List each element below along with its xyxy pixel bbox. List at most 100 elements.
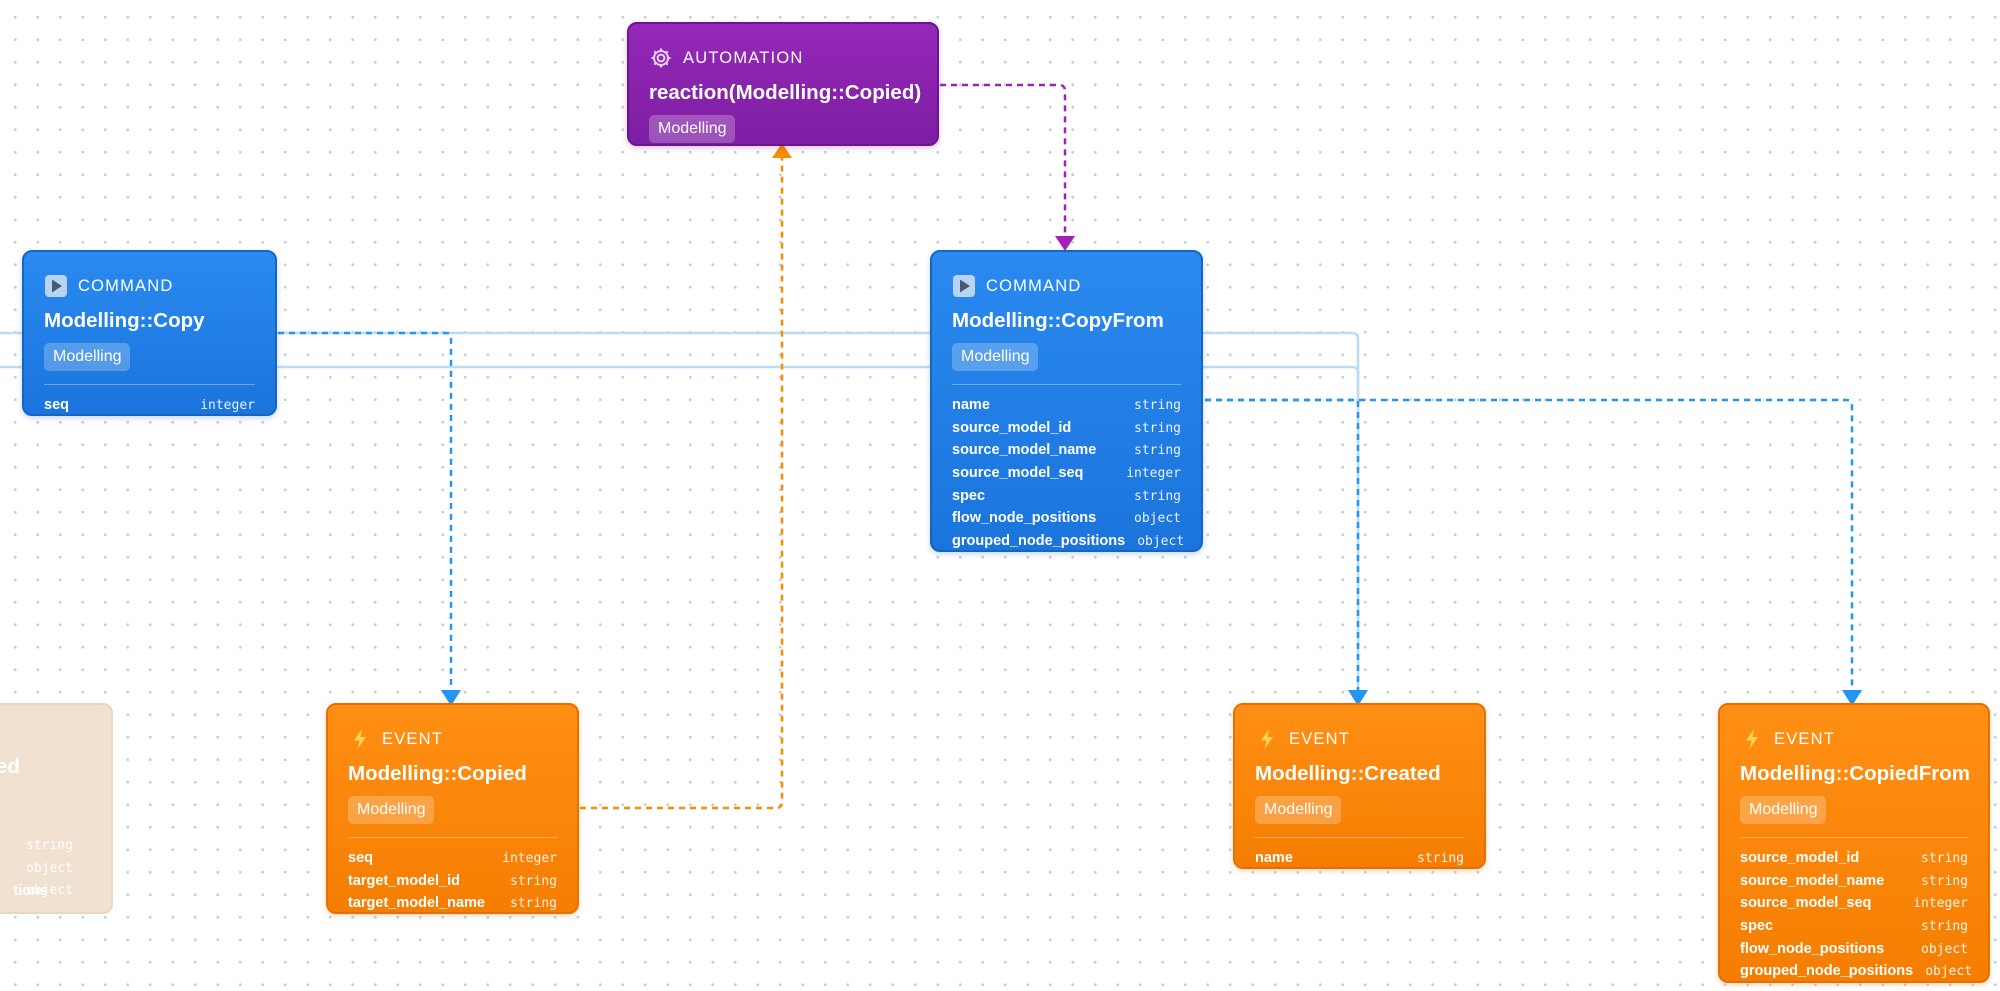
field-type: string — [1134, 443, 1181, 459]
node-kind-label: COMMAND — [78, 276, 174, 295]
field-row: source_model_name string — [1740, 870, 1968, 893]
context-tag: Modelling — [952, 343, 1039, 371]
field-name: grouped_node_positions — [952, 533, 1126, 550]
node-title: apshotted — [0, 755, 20, 778]
field-row: grouped_node_positions object — [1740, 960, 1972, 983]
field-type: string — [1134, 398, 1181, 413]
field-row: grouped_node_positions object — [952, 530, 1185, 553]
node-kind-header: EVENT — [348, 727, 557, 751]
field-name: source_model_seq — [1740, 895, 1872, 912]
arrowhead-copiedfrom — [1842, 690, 1862, 706]
field-type: string — [1417, 851, 1464, 866]
field-row: source_model_name string — [952, 439, 1181, 462]
arrowhead-copied — [441, 690, 461, 706]
node-title: reaction(Modelling::Copied) — [649, 81, 922, 104]
node-kind-header: EVENT — [1255, 727, 1464, 751]
field-name: seq — [348, 850, 373, 866]
lightning-icon — [1255, 727, 1279, 751]
arrowhead-reaction — [772, 143, 792, 158]
field-name: seq — [44, 397, 69, 413]
play-icon — [44, 274, 68, 298]
field-type: string — [1921, 873, 1968, 889]
event-node-copied[interactable]: EVENT Modelling::Copied Modelling seq int… — [326, 703, 579, 914]
field-type: integer — [1126, 466, 1181, 482]
field-row: flow_node_positions object — [952, 507, 1181, 530]
field-type: integer — [502, 851, 557, 866]
field-type: string — [1921, 919, 1968, 935]
field-type: object — [26, 860, 73, 876]
node-kind-label: COMMAND — [986, 276, 1082, 295]
field-row: seq integer — [44, 394, 255, 417]
field-type: object — [1137, 534, 1185, 550]
edge-copyfrom-to-created — [1205, 398, 1360, 694]
field-name: spec — [952, 487, 986, 504]
node-kind-header: COMMAND — [952, 274, 1181, 298]
field-row: spec string — [1740, 915, 1968, 938]
node-kind-header: COMMAND — [44, 274, 255, 298]
faint-connector-upper — [0, 331, 1360, 696]
field-type: string — [1921, 851, 1968, 866]
context-tag: Modelling — [348, 796, 435, 824]
field-row: source_model_id string — [1740, 847, 1968, 870]
divider — [952, 384, 1181, 385]
automation-node-reaction[interactable]: AUTOMATION reaction(Modelling::Copied) M… — [627, 22, 939, 146]
faint-connector-lower — [0, 365, 1360, 696]
field-name: flow_node_positions — [1740, 940, 1885, 957]
field-name: spec — [1740, 918, 1774, 935]
context-tag: Modelling — [44, 343, 131, 371]
event-node-copiedfrom[interactable]: EVENT Modelling::CopiedFrom Modelling so… — [1718, 703, 1990, 983]
command-node-copyfrom[interactable]: COMMAND Modelling::CopyFrom Modelling na… — [930, 250, 1203, 552]
field-row: seq integer — [348, 847, 557, 870]
field-type: object — [26, 883, 73, 899]
field-name: grouped_node_positions — [1740, 963, 1914, 980]
field-type: object — [1921, 941, 1968, 957]
divider — [348, 837, 557, 838]
node-kind-label: EVENT — [1774, 729, 1836, 748]
field-type: string — [1134, 488, 1181, 504]
event-node-snapshotted-partial[interactable]: apshotted string object tions object — [0, 703, 113, 914]
field-name: source_model_name — [1740, 872, 1885, 889]
field-name: name — [1255, 850, 1293, 866]
field-type: object — [1134, 511, 1181, 527]
divider — [1740, 837, 1968, 838]
field-name: source_model_name — [952, 442, 1097, 459]
field-row: object — [0, 858, 100, 881]
field-name: target_model_name — [348, 895, 485, 912]
edge-reaction-to-copyfrom — [940, 83, 1067, 236]
field-name: source_model_id — [952, 419, 1072, 436]
field-type: object — [1925, 964, 1973, 980]
edge-copyfrom-to-copiedfrom — [1205, 398, 1854, 694]
node-title: Modelling::CopyFrom — [952, 309, 1164, 332]
node-kind-label: EVENT — [382, 729, 444, 748]
lightning-icon — [1740, 727, 1764, 751]
context-tag: Modelling — [1255, 796, 1342, 824]
field-type: string — [510, 896, 557, 912]
field-name: source_model_id — [1740, 850, 1860, 866]
play-icon — [952, 274, 976, 298]
field-row: flow_node_positions object — [1740, 938, 1968, 961]
node-kind-label: EVENT — [1289, 729, 1351, 748]
field-row: spec string — [952, 485, 1181, 508]
field-name: flow_node_positions — [952, 510, 1097, 527]
field-name: tions — [13, 883, 48, 900]
node-kind-header: EVENT — [1740, 727, 1968, 751]
divider — [44, 384, 255, 385]
node-title: Modelling::Copy — [44, 309, 205, 332]
field-type: integer — [200, 398, 255, 413]
field-row: tions object — [0, 880, 100, 903]
field-row: source_model_id string — [952, 417, 1181, 440]
node-kind-header: AUTOMATION — [649, 46, 917, 70]
command-node-copy[interactable]: COMMAND Modelling::Copy Modelling seq in… — [22, 250, 277, 416]
field-row: name string — [1255, 847, 1464, 870]
field-type: string — [510, 873, 557, 889]
node-title: Modelling::Copied — [348, 762, 527, 785]
node-title: Modelling::CopiedFrom — [1740, 762, 1971, 785]
field-type: string — [1134, 420, 1181, 436]
lightning-icon — [348, 727, 372, 751]
edge-copied-to-reaction — [580, 156, 784, 810]
